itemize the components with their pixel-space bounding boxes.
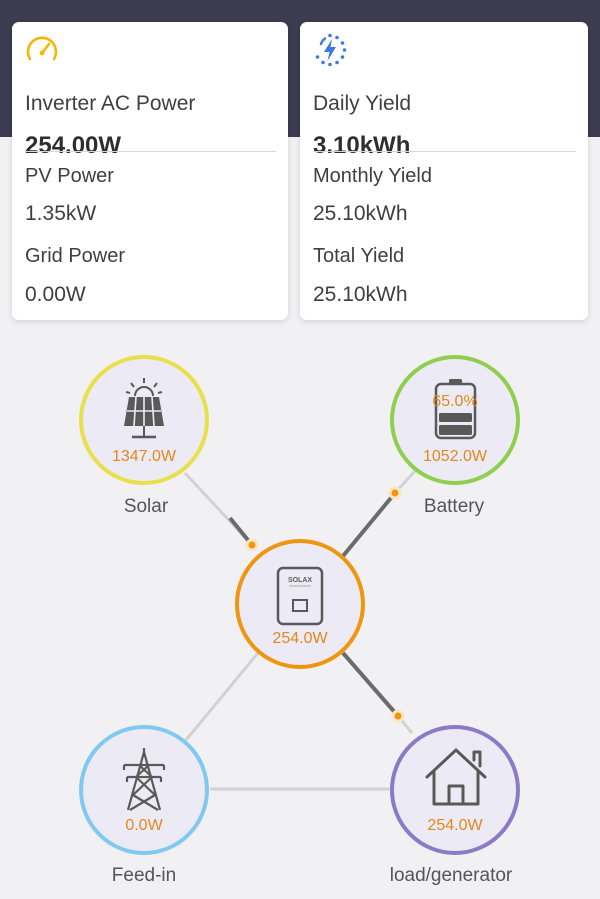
battery-level-value: 65.0% bbox=[432, 393, 478, 410]
grid-node[interactable] bbox=[79, 725, 209, 855]
load-power-value: 254.0W bbox=[427, 817, 483, 834]
load-generator-label: load/generator bbox=[389, 865, 513, 886]
inverter-icon: SOLAX bbox=[276, 566, 324, 626]
pv-power-value: 1.35kW bbox=[25, 202, 97, 225]
pv-power-label: PV Power bbox=[25, 165, 114, 187]
inverter-grid-line bbox=[184, 652, 260, 741]
monthly-yield-label: Monthly Yield bbox=[313, 165, 432, 187]
feed-in-label: Feed-in bbox=[111, 865, 177, 886]
load-node[interactable] bbox=[390, 725, 520, 855]
battery-power-value: 1052.0W bbox=[422, 448, 488, 465]
battery-inverter-active-line bbox=[341, 491, 397, 558]
solar-node[interactable] bbox=[79, 355, 209, 485]
battery-flow-dot bbox=[388, 486, 402, 500]
inverter-power-card[interactable]: Inverter AC Power 254.00W PV Power 1.35k… bbox=[12, 22, 288, 320]
battery-label: Battery bbox=[423, 496, 485, 517]
daily-yield-value: 3.10kWh bbox=[313, 132, 411, 159]
inverter-brand-text: SOLAX bbox=[288, 577, 312, 584]
load-flow-dot bbox=[391, 709, 405, 723]
inverter-power-value: 254.0W bbox=[272, 630, 328, 647]
card-divider bbox=[25, 151, 276, 152]
inverter-ac-power-label: Inverter AC Power bbox=[25, 92, 196, 115]
feed-in-power-value: 0.0W bbox=[125, 817, 163, 834]
inverter-ac-power-value: 254.00W bbox=[25, 132, 122, 159]
power-tower-icon bbox=[122, 748, 166, 811]
monthly-yield-value: 25.10kWh bbox=[313, 202, 408, 225]
house-icon bbox=[425, 748, 487, 806]
flow-dots bbox=[245, 486, 405, 723]
speedometer-icon bbox=[26, 36, 58, 61]
solar-label: Solar bbox=[123, 496, 169, 517]
solar-flow-dot bbox=[245, 538, 259, 552]
battery-node[interactable] bbox=[390, 355, 520, 485]
inverter-node[interactable]: SOLAX bbox=[235, 539, 365, 669]
card-divider bbox=[313, 151, 576, 152]
inverter-load-active-line bbox=[341, 651, 400, 718]
grid-power-value: 0.00W bbox=[25, 283, 86, 306]
daily-yield-label: Daily Yield bbox=[313, 92, 412, 115]
energy-bolt-icon bbox=[315, 33, 347, 67]
total-yield-value: 25.10kWh bbox=[313, 283, 408, 306]
total-yield-label: Total Yield bbox=[313, 245, 405, 267]
solar-panel-icon bbox=[124, 378, 164, 439]
grid-power-label: Grid Power bbox=[25, 245, 126, 267]
battery-icon bbox=[434, 379, 477, 440]
yield-card[interactable]: Daily Yield 3.10kWh Monthly Yield 25.10k… bbox=[300, 22, 588, 320]
solar-power-value: 1347.0W bbox=[111, 448, 177, 465]
